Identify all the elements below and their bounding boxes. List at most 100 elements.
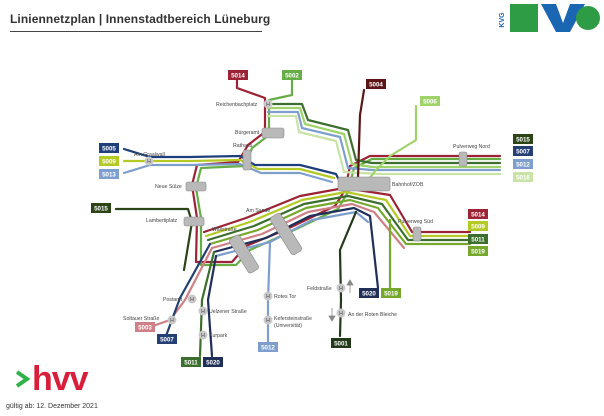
svg-text:5004: 5004 [369,82,383,89]
kvg-logo-text: KVG [499,12,506,28]
arrow-up-icon [346,279,354,293]
label-rathaus: Rathaus [233,143,253,149]
station-pulverweg-sued [412,226,422,242]
station-bahnhof-zob [337,176,391,192]
stop-marker-uelzener-strasse: H [198,306,208,316]
badge-line-5007-bottom: 5007 [157,334,177,344]
title-divider [10,31,262,32]
stop-symbol: H [170,318,174,324]
badge-line-5009-right: 5009 [468,221,488,231]
badge-line-5002-top: 5002 [282,70,302,80]
hvv-logo: hvv [32,360,89,398]
label-am-graalwall: Am Graalwall [134,152,165,158]
kvg-logo: KVG [499,4,600,32]
svg-text:5011: 5011 [184,360,198,367]
label-kefersteinstrasse-university: (Universität) [274,323,302,329]
svg-text:5020: 5020 [206,360,220,367]
stop-marker-postamt: H [187,294,197,304]
kvg-square-shape [510,4,538,32]
badge-line-5001-bottom: 5001 [331,338,351,348]
label-neue-suelze: Neue Sülze [155,184,182,190]
validity-note: gültig ab: 12. Dezember 2021 [6,403,98,410]
svg-text:5001: 5001 [334,341,348,348]
label-wallstrasse: Wallstraße [212,227,237,233]
badge-line-5012-right: 5012 [513,159,533,169]
stop-labels: Reichenbachplatz Bürgeramt Rathaus Am Gr… [123,102,490,339]
svg-text:5015: 5015 [94,206,108,213]
svg-text:5007: 5007 [516,149,530,156]
stop-marker-kefersteinstrasse: H [263,315,273,325]
direction-arrows [328,279,354,322]
stop-symbol: H [201,333,205,339]
svg-text:5009: 5009 [471,224,485,231]
svg-text:5020: 5020 [362,291,376,298]
stop-marker-am-graalwall: H [144,156,154,166]
stop-markers: H H H H H H H H H H [144,99,346,340]
badge-line-5006-top: 5006 [420,96,440,106]
label-uelzener-strasse: Uelzener Straße [209,309,247,315]
label-soltauer-strasse: Soltauer Straße [123,316,159,322]
stop-marker-rotes-tor: H [263,291,273,301]
stop-marker-feldstrasse: H [336,283,346,293]
badge-line-5020-bottom: 5020 [203,357,223,367]
route-lines [114,76,502,358]
badge-line-5015-left: 5015 [91,203,111,213]
stop-marker-an-der-roten-bleiche: H [336,308,346,318]
badge-line-5012-bottom: 5012 [258,342,278,352]
badge-line-5019-mid: 5019 [381,288,401,298]
svg-text:5007: 5007 [160,337,174,344]
svg-text:5005: 5005 [102,146,116,153]
stop-symbol: H [266,318,270,324]
svg-text:5012: 5012 [516,162,530,169]
station-wallstrasse [229,234,259,274]
svg-text:5002: 5002 [285,73,299,80]
station-rathaus [242,149,252,171]
svg-text:5013: 5013 [102,172,116,179]
label-feldstrasse: Feldstraße [307,286,332,292]
badge-line-5007-right: 5007 [513,146,533,156]
label-an-der-roten-bleiche: An der Roten Bleiche [348,312,397,318]
label-pulverweg-sued: Pulverweg Süd [398,219,433,225]
stop-symbol: H [147,159,151,165]
svg-text:5019: 5019 [384,291,398,298]
stop-symbol: H [266,102,270,108]
station-buergeramt [261,127,285,139]
badge-line-5005-left: 5005 [99,143,119,153]
label-bahnhof-zob: Bahnhof/ZOB [392,182,424,188]
station-lambertiplatz [183,216,205,227]
label-pulverweg-nord: Pulverweg Nord [453,144,490,150]
badge-line-5016-right: 5016 [513,172,533,182]
label-buergeramt: Bürgeramt [235,130,260,136]
badge-line-5011-right: 5011 [468,234,488,244]
stop-symbol: H [266,294,270,300]
stop-symbol: H [201,309,205,315]
badge-line-5015-right: 5015 [513,134,533,144]
label-reichenbachplatz: Reichenbachplatz [216,102,258,108]
label-kefersteinstrasse: Kefersteinstraße [274,316,312,322]
label-rotes-tor: Rotes Tor [274,294,296,300]
stop-marker-reichenbachplatz: H [263,99,273,109]
stop-symbol: H [339,286,343,292]
label-am-sande: Am Sande [246,208,270,214]
station-pulverweg-nord [458,151,468,167]
badge-line-5003-bottom: 5003 [135,322,155,332]
label-postamt: Postamt [163,297,183,303]
svg-text:5011: 5011 [471,237,485,244]
svg-text:5016: 5016 [516,175,530,182]
stop-marker-soltauer-strasse: H [167,315,177,325]
badge-line-5011-bottom: 5011 [181,357,201,367]
kvg-v-shape [541,4,585,32]
badge-line-5020-mid: 5020 [359,288,379,298]
line-badges: 5014 5002 5004 5006 5005 5009 5013 5015 … [91,70,533,367]
label-lambertiplatz: Lambertiplatz [146,218,178,224]
page-title: Liniennetzplan | Innenstadtbereich Lüneb… [10,12,271,26]
kvg-circle-shape [576,6,600,30]
stop-symbol: H [339,311,343,317]
svg-text:5014: 5014 [471,212,485,219]
badge-line-5014-top: 5014 [228,70,248,80]
svg-text:5015: 5015 [516,137,530,144]
arrow-down-icon [328,308,336,322]
badge-line-5004-top: 5004 [366,79,386,89]
svg-text:5014: 5014 [231,73,245,80]
